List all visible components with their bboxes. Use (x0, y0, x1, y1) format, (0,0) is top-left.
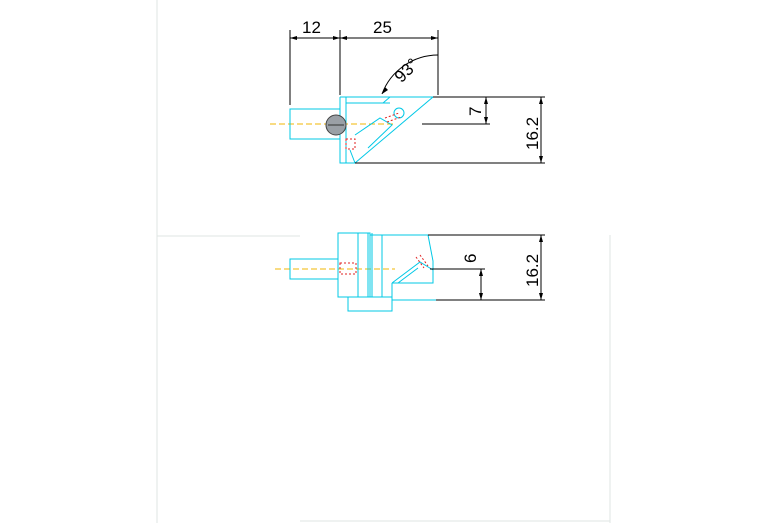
top-view: 12 25 93° 7 16.2 (270, 18, 545, 164)
dim-offset-6-label: 6 (461, 254, 480, 263)
top-part-outline (289, 96, 434, 164)
dim-head-length-label: 25 (373, 18, 392, 37)
top-hidden-lines (345, 112, 402, 150)
side-hidden-lines (339, 254, 429, 275)
dim-height-top-label: 16.2 (523, 117, 542, 150)
sheet-border (156, 0, 611, 523)
side-part-outline (289, 232, 436, 312)
side-dim-arrows (479, 235, 543, 300)
dim-shank-length-label: 12 (302, 18, 321, 37)
dim-offset-7-label: 7 (466, 107, 485, 116)
dim-angle-label: 93° (391, 55, 423, 87)
side-view: 6 16.2 (275, 232, 545, 312)
side-dimensions (428, 234, 545, 301)
dim-height-side-label: 16.2 (523, 254, 542, 287)
top-screw-hole (393, 107, 405, 119)
top-dim-arrows (290, 36, 543, 163)
